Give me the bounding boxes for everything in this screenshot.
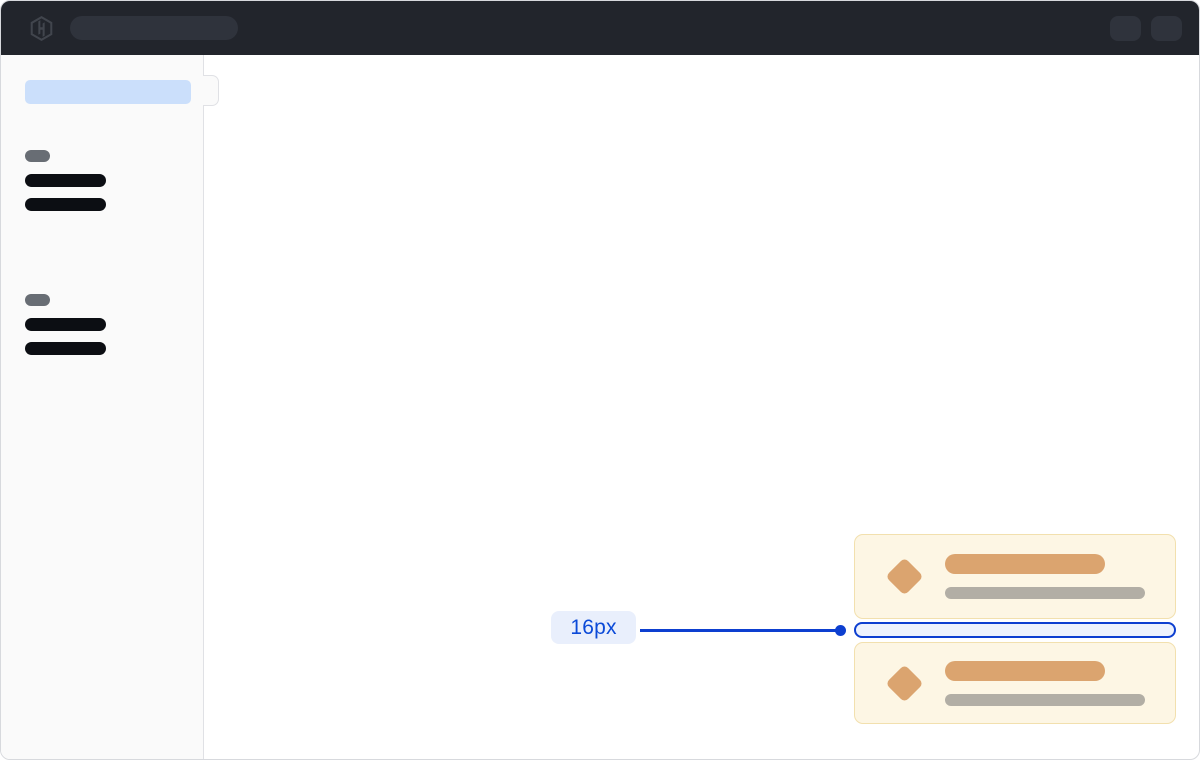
card-subtitle-skeleton <box>945 693 1145 706</box>
diamond-icon <box>884 663 924 703</box>
measure-line <box>640 629 842 632</box>
sidebar-collapse-handle[interactable] <box>203 75 219 106</box>
spacing-value-badge: 16px <box>551 611 636 644</box>
diamond-icon-shape <box>884 557 924 596</box>
card-subtitle-skeleton <box>945 587 1145 599</box>
sidebar-nav-item-skeleton[interactable] <box>25 318 106 331</box>
search-skeleton[interactable] <box>70 16 238 40</box>
sidebar <box>1 55 204 759</box>
user-menu-skeleton[interactable] <box>1151 15 1182 41</box>
card-title-skeleton <box>945 660 1105 681</box>
example-card <box>854 534 1176 619</box>
diamond-icon-shape <box>884 663 924 703</box>
card-title-skeleton <box>945 554 1105 574</box>
spacing-gap-highlight <box>854 622 1176 638</box>
sidebar-active-item-skeleton[interactable] <box>25 80 191 104</box>
help-button-skeleton[interactable] <box>1110 15 1141 41</box>
sidebar-nav-item-skeleton[interactable] <box>25 342 106 355</box>
measure-dot <box>835 625 846 636</box>
card-text-skeleton <box>945 554 1145 599</box>
sidebar-nav-item-skeleton[interactable] <box>25 174 106 187</box>
sidebar-nav-item-skeleton[interactable] <box>25 198 106 211</box>
hashicorp-logo-icon <box>30 15 53 41</box>
example-card <box>854 642 1176 724</box>
card-text-skeleton <box>945 660 1145 706</box>
sidebar-section-label-skeleton <box>25 150 50 162</box>
diamond-icon <box>884 557 924 596</box>
sidebar-section-label-skeleton <box>25 294 50 306</box>
top-nav-bar <box>1 1 1199 55</box>
